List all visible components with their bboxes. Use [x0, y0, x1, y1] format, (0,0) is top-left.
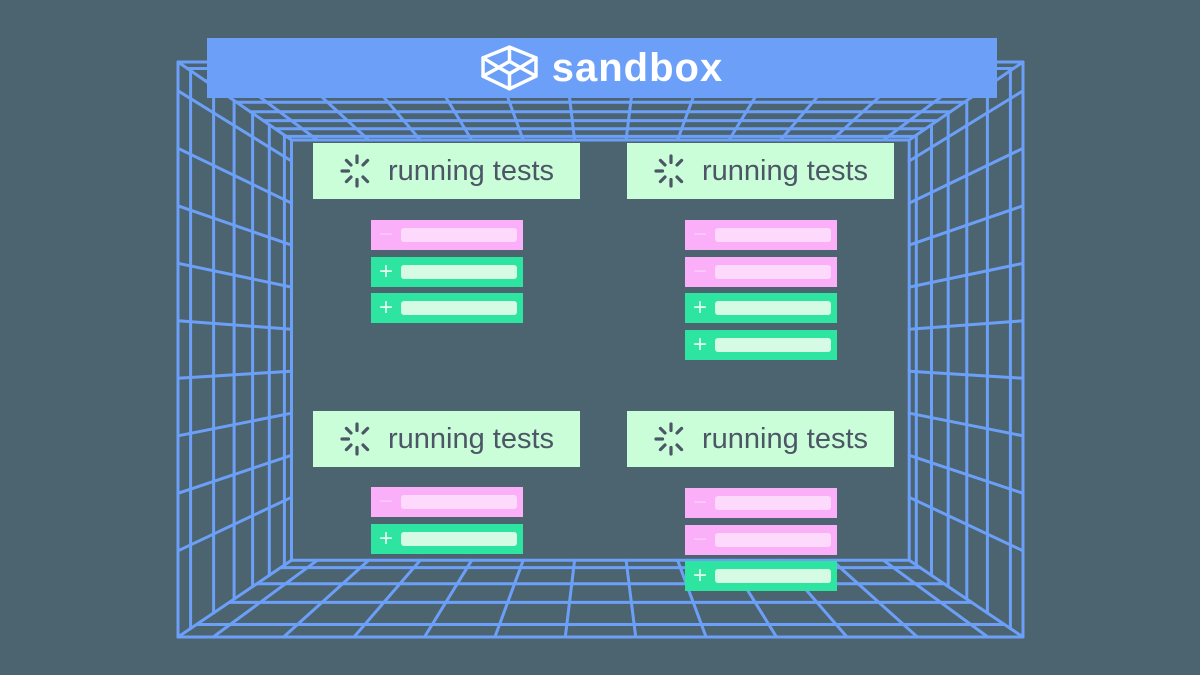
diff-content-bar — [715, 301, 831, 315]
plus-sign: + — [378, 257, 393, 285]
minus-sign: − — [692, 221, 707, 248]
diff-content-bar — [715, 532, 831, 547]
diff-row-removed: − — [685, 488, 837, 518]
diff-content-bar — [715, 569, 831, 583]
minus-sign: − — [378, 488, 393, 515]
spinner-icon — [340, 422, 370, 456]
diff-row-added: + — [371, 293, 523, 323]
diff-row-removed: − — [371, 487, 523, 517]
diff-content-bar — [401, 301, 517, 315]
status-panel-bottom-left: running tests — [313, 411, 580, 467]
diff-row-added: + — [371, 523, 523, 554]
status-label: running tests — [387, 154, 555, 187]
diff-content-bar — [715, 264, 831, 279]
diff-row-added: + — [685, 329, 837, 360]
diff-content-bar — [401, 228, 517, 242]
banner-title: sandbox — [551, 45, 724, 90]
minus-sign: − — [692, 525, 707, 553]
diff-content-bar — [401, 264, 517, 279]
spinner-icon — [340, 154, 370, 188]
diff-content-bar — [715, 228, 831, 242]
sandbox-box-icon — [481, 45, 538, 91]
minus-sign: − — [692, 257, 707, 285]
sandbox-banner: sandbox — [207, 38, 997, 98]
diff-row-added: + — [371, 256, 523, 287]
diff-content-bar — [401, 531, 517, 546]
diff-row-removed: − — [371, 220, 523, 250]
spinner-icon — [654, 422, 684, 456]
status-label: running tests — [387, 422, 555, 455]
diff-row-removed: − — [685, 256, 837, 287]
diff-row-removed: − — [685, 220, 837, 250]
status-label: running tests — [701, 154, 869, 187]
plus-sign: + — [692, 330, 707, 358]
diff-row-removed: − — [685, 524, 837, 555]
diff-content-bar — [401, 495, 517, 509]
minus-sign: − — [692, 489, 707, 516]
diff-content-bar — [715, 337, 831, 352]
status-panel-top-right: running tests — [627, 143, 894, 199]
plus-sign: + — [378, 294, 393, 321]
minus-sign: − — [378, 221, 393, 248]
diff-row-added: + — [685, 561, 837, 591]
status-label: running tests — [701, 422, 869, 455]
plus-sign: + — [692, 294, 707, 321]
status-panel-top-left: running tests — [313, 143, 580, 199]
diff-content-bar — [715, 496, 831, 510]
status-panel-bottom-right: running tests — [627, 411, 894, 467]
diff-row-added: + — [685, 293, 837, 323]
spinner-icon — [654, 154, 684, 188]
plus-sign: + — [378, 524, 393, 552]
plus-sign: + — [692, 562, 707, 589]
